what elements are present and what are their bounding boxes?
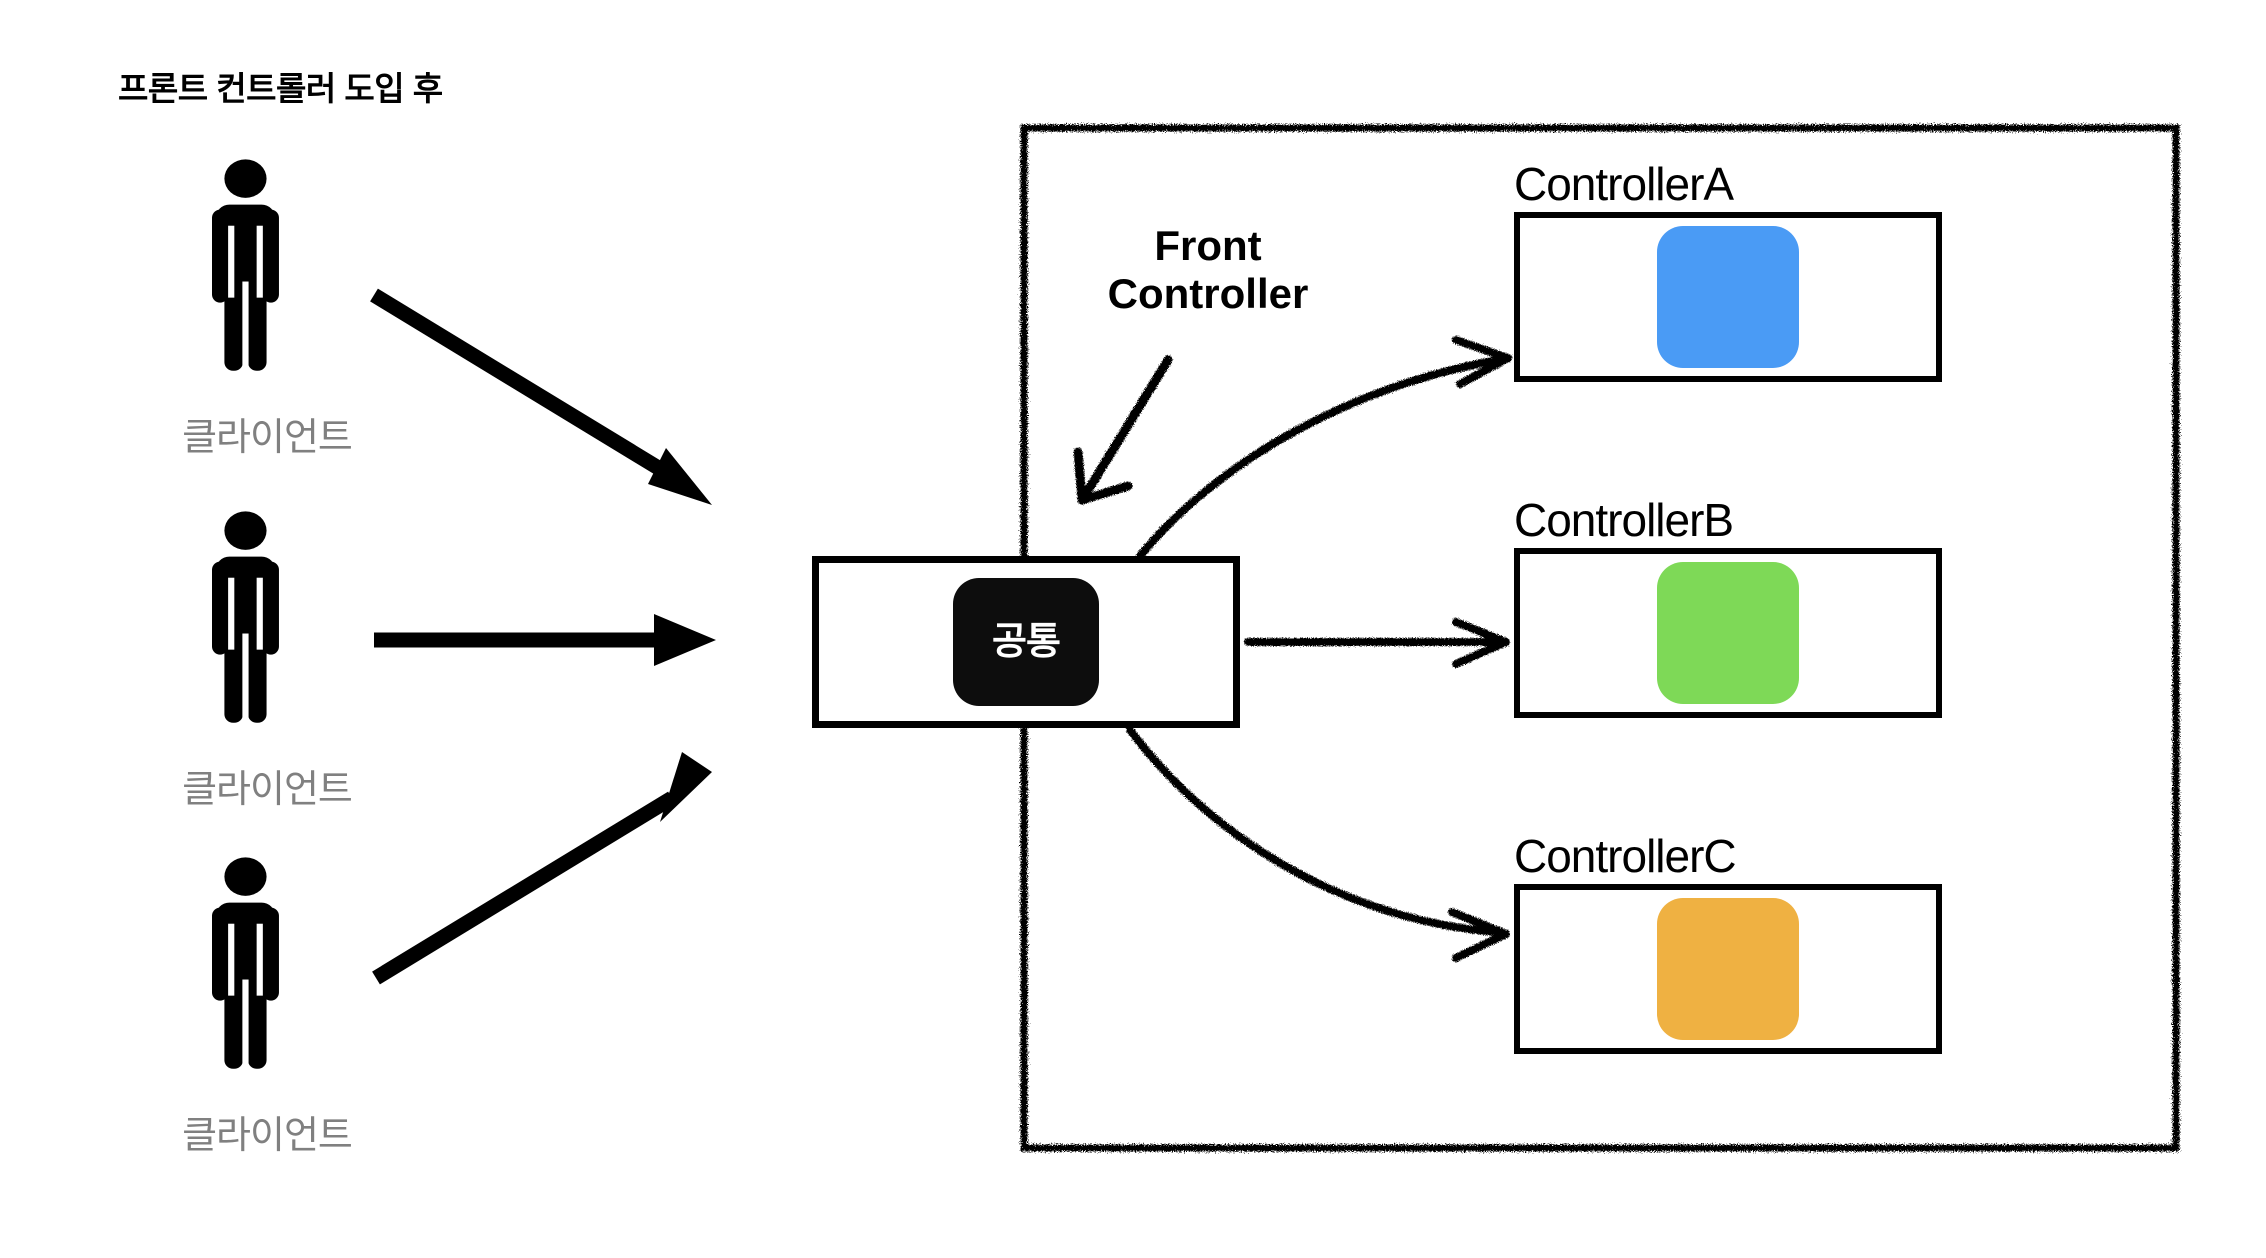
dispatch-arrow-b: [1244, 618, 1510, 668]
client-arrow-2: [374, 614, 716, 666]
front-controller-annotation: Front Controller: [1058, 222, 1358, 318]
client-label-2: 클라이언트: [182, 769, 353, 811]
controller-name-b: ControllerB: [1514, 494, 1734, 546]
controller-name-c: ControllerC: [1514, 830, 1737, 882]
dispatch-arrow-a: [1136, 336, 1512, 560]
front-controller-annotation-line2: Controller: [1107, 269, 1309, 317]
controller-chip-a: [1657, 226, 1799, 369]
common-chip: 공통: [953, 578, 1099, 706]
controller-frame-b: [1514, 548, 1942, 719]
front-controller-pointer-arrow: [1073, 355, 1173, 505]
controller-chip-c: [1657, 898, 1799, 1041]
controller-name-a: ControllerA: [1514, 158, 1734, 210]
front-controller-annotation-line1: Front: [1154, 222, 1262, 269]
controller-frame-a: [1514, 212, 1942, 383]
client-1: 클라이언트: [152, 400, 382, 461]
front-controller-common-box: 공통: [812, 556, 1240, 728]
client-3: 클라이언트: [152, 1098, 382, 1159]
page-title: 프론트 컨트롤러 도입 후: [118, 70, 443, 107]
controller-card-b: ControllerB: [1514, 494, 1942, 719]
client-label-1: 클라이언트: [182, 417, 353, 459]
client-figure-3: [212, 857, 279, 1073]
client-2: 클라이언트: [152, 752, 382, 813]
client-arrow-3: [372, 752, 712, 985]
common-chip-label: 공통: [992, 621, 1061, 663]
dispatch-arrow-c: [1126, 726, 1510, 962]
controller-frame-c: [1514, 884, 1942, 1055]
client-label-3: 클라이언트: [182, 1115, 353, 1157]
client-figure-2: [212, 511, 279, 727]
controller-card-a: ControllerA: [1514, 158, 1942, 383]
client-figure-1: [212, 159, 279, 375]
client-arrow-1: [370, 288, 712, 505]
controller-card-c: ControllerC: [1514, 830, 1942, 1055]
controller-chip-b: [1657, 562, 1799, 705]
